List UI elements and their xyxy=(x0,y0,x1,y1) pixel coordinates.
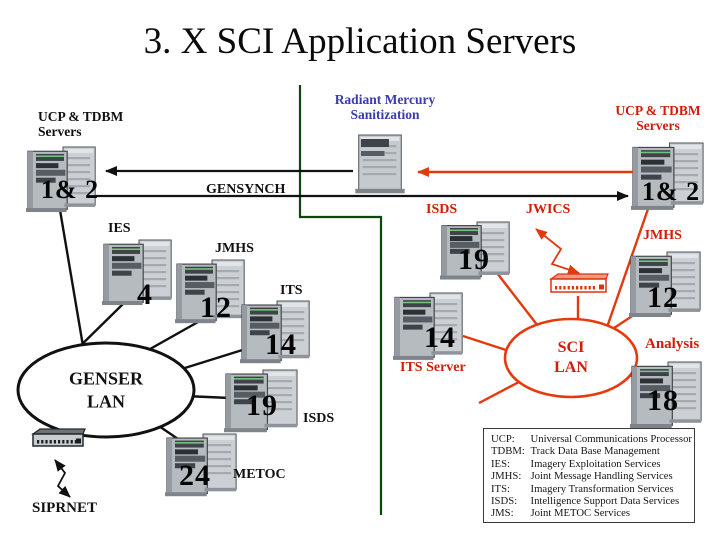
legend-acronym: ITS: xyxy=(491,482,511,495)
label-gensynch: GENSYNCH xyxy=(206,182,285,197)
server-number-jmhs12l: 12 xyxy=(200,291,232,324)
label-siprnet-line: SIPRNET xyxy=(32,500,98,516)
label-jmhs-left-line: JMHS xyxy=(215,241,254,256)
label-its-server-line: ITS Server xyxy=(400,360,466,375)
server-icon-jmhs12r xyxy=(629,251,701,318)
label-isds-left: ISDS xyxy=(303,411,334,426)
server-number-its14r: 14 xyxy=(424,321,456,354)
legend-acronym: TDBM: xyxy=(491,445,525,458)
server-number-its14l: 14 xyxy=(265,328,297,361)
label-analysis: Analysis xyxy=(645,336,699,353)
server-number-isds19r: 19 xyxy=(458,243,490,276)
server-icon-ucp-left xyxy=(26,146,96,213)
server-number-ies4: 4 xyxy=(137,278,153,311)
legend-acronym: ISDS: xyxy=(491,495,518,508)
label-ucp-tdbm-right-line: UCP & TDBM xyxy=(615,103,701,118)
label-gensynch-line: GENSYNCH xyxy=(206,182,286,197)
legend-acronym: UCP: xyxy=(491,433,515,445)
server-number-jmhs12r: 12 xyxy=(647,281,679,314)
lan-connections xyxy=(58,208,652,442)
server-number-metoc24: 24 xyxy=(179,459,211,492)
lan-label-genser-line: LAN xyxy=(86,391,125,411)
legend-definition: Imagery Transformation Services xyxy=(530,482,674,495)
legend-row: JMS: Joint METOC Services xyxy=(491,507,692,519)
label-metoc: METOC xyxy=(233,467,286,482)
label-jmhs-right-line: JMHS xyxy=(643,228,682,243)
label-siprnet: SIPRNET xyxy=(32,500,97,517)
label-its-left-line: ITS xyxy=(280,283,303,298)
lan-genser xyxy=(16,341,196,439)
lan-label-sci: SCI LAN xyxy=(554,338,588,378)
server-icon-analysis18 xyxy=(630,361,702,428)
legend-row: TDBM: Track Data Base Management xyxy=(491,445,692,457)
label-isds-right: ISDS xyxy=(426,202,457,217)
legend-row: IES: Imagery Exploitation Services xyxy=(491,458,692,470)
legend-row: JMHS: Joint Message Handling Services xyxy=(491,470,692,482)
server-icon-isds19r xyxy=(440,221,510,280)
label-its-server: ITS Server xyxy=(400,360,466,375)
server-number-ucp-right: 1& 2 xyxy=(641,177,701,206)
legend-row: ISDS: Intelligence Support Data Services xyxy=(491,495,692,507)
legend-acronym: JMS: xyxy=(491,507,514,520)
label-ies-line: IES xyxy=(108,221,131,236)
label-isds-right-line: ISDS xyxy=(426,202,458,217)
server-number-isds19l: 19 xyxy=(246,389,278,422)
label-radiant-mercury-line: Sanitization xyxy=(350,106,420,122)
legend-row: ITS: Imagery Transformation Services xyxy=(491,483,692,495)
network-switch-icon-sci-switch xyxy=(549,273,609,293)
flow-arrows xyxy=(54,85,633,515)
legend-definition: Intelligence Support Data Services xyxy=(530,495,680,508)
server-icon-isds19l xyxy=(224,369,298,433)
server-icon-metoc24 xyxy=(165,433,237,497)
label-radiant-mercury-line: Radiant Mercury xyxy=(334,92,436,107)
legend-acronym: JMHS: xyxy=(491,470,522,483)
server-icon-its14r xyxy=(393,292,463,360)
label-ies: IES xyxy=(108,221,131,236)
label-ucp-tdbm-left-line: UCP & TDBM xyxy=(38,109,124,124)
label-isds-left-line: ISDS xyxy=(303,411,335,426)
lan-label-sci-line: SCI xyxy=(557,339,585,356)
label-ucp-tdbm-left-line: Servers xyxy=(38,123,82,139)
legend-acronym: IES: xyxy=(491,457,511,470)
label-jwics-line: JWICS xyxy=(526,202,571,217)
lan-label-genser-line: GENSER xyxy=(68,368,144,389)
label-jmhs-right: JMHS xyxy=(643,228,682,243)
legend-definition: Universal Communications Processor xyxy=(530,433,692,445)
legend-definition: Imagery Exploitation Services xyxy=(530,457,661,470)
server-number-ucp-left: 1& 2 xyxy=(40,175,100,204)
legend-definition: Joint Message Handling Services xyxy=(530,470,673,483)
server-icon-jmhs12l xyxy=(175,259,245,324)
lan-label-sci-line: LAN xyxy=(554,359,588,376)
legend-definition: Joint METOC Services xyxy=(530,507,631,520)
label-ucp-tdbm-right-line: Servers xyxy=(636,117,680,133)
label-its-left: ITS xyxy=(280,283,303,298)
server-icon-radiant xyxy=(355,134,405,194)
legend-definition: Track Data Base Management xyxy=(530,445,660,458)
label-jwics: JWICS xyxy=(526,202,570,217)
label-metoc-line: METOC xyxy=(233,467,286,482)
label-jmhs-left: JMHS xyxy=(215,241,254,256)
server-icon-ucp-right xyxy=(631,142,704,210)
server-icon-its14l xyxy=(240,300,310,364)
lan-sci xyxy=(503,317,639,399)
legend-row: UCP: Universal Communications Processor xyxy=(491,433,692,445)
network-switch-icon-genser-switch xyxy=(31,428,86,447)
slide-title: 3. X SCI Application Servers xyxy=(143,21,577,62)
server-number-analysis18: 18 xyxy=(647,384,679,417)
label-analysis-line: Analysis xyxy=(645,336,700,352)
server-icon-ies4 xyxy=(102,239,172,306)
